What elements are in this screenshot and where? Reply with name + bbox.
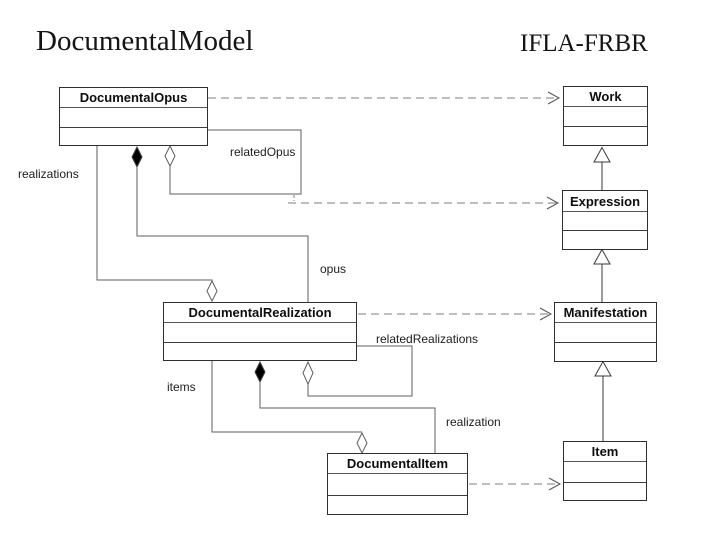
open-arrowhead-icon [539, 307, 553, 321]
class-title: DocumentalOpus [60, 88, 207, 108]
hollow-triangle-icon [593, 248, 611, 265]
open-arrowhead-icon [547, 91, 561, 105]
class-title: Item [564, 442, 646, 462]
filled-diamond-icon [254, 360, 266, 384]
class-operations-compartment [555, 343, 656, 361]
open-arrowhead-icon [546, 196, 560, 210]
dependency-opus-to-work [208, 91, 561, 105]
class-operations-compartment [328, 496, 467, 514]
open-diamond-icon [302, 360, 314, 386]
open-diamond-icon [164, 144, 176, 168]
class-operations-compartment [164, 343, 356, 360]
association-line [96, 146, 213, 281]
dependency-realization-to-manifestation [358, 307, 553, 321]
class-expression: Expression [562, 190, 648, 250]
open-arrowhead-icon [548, 477, 562, 491]
association-realizations [96, 146, 218, 303]
class-manifestation: Manifestation [554, 302, 657, 362]
generalization-expression-to-work [593, 146, 611, 190]
class-attributes-compartment [563, 212, 647, 231]
generalization-manifestation-to-expression [593, 248, 611, 302]
page-title: DocumentalModel [36, 25, 254, 57]
class-operations-compartment [60, 128, 207, 145]
composition-opus [131, 145, 309, 302]
class-title: Manifestation [555, 303, 656, 323]
label-related-opus: relatedOpus [230, 145, 296, 159]
dependency-opus-to-expression [288, 195, 560, 210]
class-operations-compartment [564, 127, 647, 145]
class-documental-realization: DocumentalRealization [163, 302, 357, 361]
class-operations-compartment [563, 231, 647, 249]
association-items [211, 361, 368, 455]
label-related-realizations: relatedRealizations [376, 332, 479, 346]
filled-diamond-icon [131, 145, 143, 169]
class-title: DocumentalItem [328, 454, 467, 474]
hollow-triangle-icon [594, 360, 612, 377]
association-line [211, 361, 362, 433]
label-realizations: realizations [18, 167, 79, 181]
class-attributes-compartment [564, 462, 646, 483]
class-title: Expression [563, 191, 647, 212]
generalization-item-to-manifestation [594, 360, 612, 441]
open-diamond-icon [206, 279, 218, 303]
class-attributes-compartment [564, 107, 647, 127]
label-realization: realization [446, 415, 501, 429]
composition-realization [254, 360, 436, 453]
class-operations-compartment [564, 483, 646, 500]
class-attributes-compartment [555, 323, 656, 343]
dependency-item-to-item [469, 477, 562, 491]
open-diamond-icon [356, 431, 368, 455]
class-documental-opus: DocumentalOpus [59, 87, 208, 146]
class-work: Work [563, 86, 648, 146]
class-item: Item [563, 441, 647, 501]
label-opus: opus [320, 262, 347, 276]
class-documental-item: DocumentalItem [327, 453, 468, 515]
association-line [136, 167, 309, 302]
class-attributes-compartment [164, 323, 356, 343]
association-line [259, 382, 436, 453]
label-items: items [167, 380, 196, 394]
class-attributes-compartment [328, 474, 467, 496]
class-attributes-compartment [60, 108, 207, 128]
class-title: Work [564, 87, 647, 107]
class-title: DocumentalRealization [164, 303, 356, 323]
frbr-heading: IFLA-FRBR [520, 30, 648, 57]
hollow-triangle-icon [593, 146, 611, 163]
